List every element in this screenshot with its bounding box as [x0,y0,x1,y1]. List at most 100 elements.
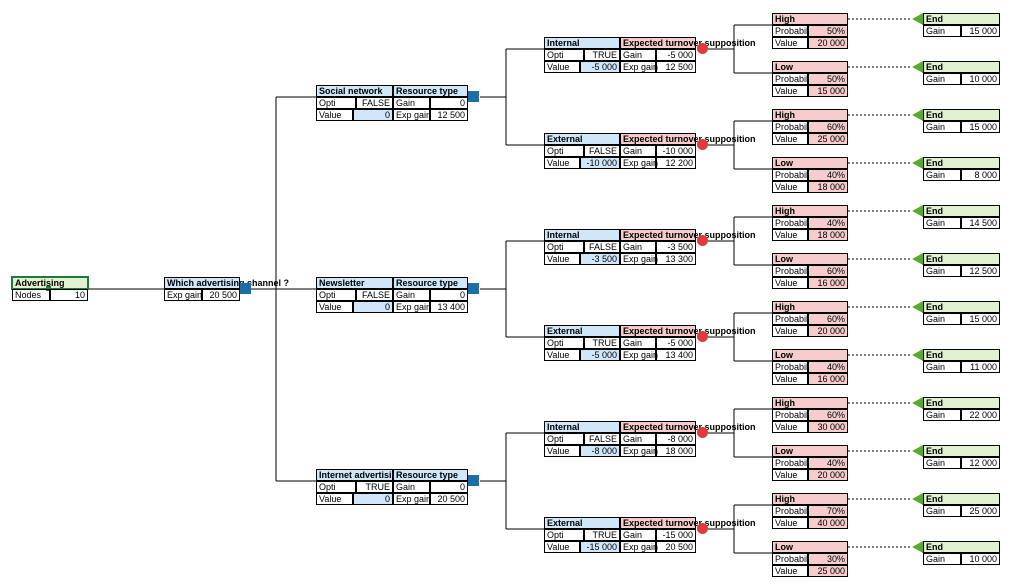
resource-exp-gain: 13 300 [656,253,696,265]
opti-label: Opti [544,529,584,541]
end-title[interactable]: End [923,13,1000,25]
end-node-icon[interactable] [912,205,923,217]
resource-title[interactable]: Internal [544,37,620,49]
outcome-title[interactable]: Low [772,445,848,457]
turnover-title[interactable]: Expected turnover supposition [620,421,756,433]
turnover-title[interactable]: Expected turnover supposition [620,517,756,529]
outcome-title[interactable]: Low [772,157,848,169]
outcome-value: 30 000 [808,421,848,433]
probability-label: Probabil [772,265,808,277]
turnover-title[interactable]: Expected turnover supposition [620,325,756,337]
end-gain: 14 500 [961,217,1000,229]
gain-label: Gain [923,457,961,469]
end-node-icon[interactable] [912,253,923,265]
resource-opti: TRUE [584,49,620,61]
end-title[interactable]: End [923,109,1000,121]
turnover-title[interactable]: Expected turnover supposition [620,229,756,241]
resource-decision-icon[interactable] [468,475,479,486]
end-node-icon[interactable] [912,445,923,457]
channel-value: 0 [353,109,393,121]
end-node-icon[interactable] [912,13,923,25]
outcome-probability: 60% [808,409,848,421]
end-node-icon[interactable] [912,61,923,73]
resource-type-title[interactable]: Resource type [393,85,468,97]
end-title[interactable]: End [923,493,1000,505]
resource-decision-icon[interactable] [468,91,479,102]
channel-title[interactable]: Newsletter [316,277,393,289]
resource-title[interactable]: Internal [544,421,620,433]
resource-decision-icon[interactable] [468,283,479,294]
chance-node-icon[interactable] [697,523,708,534]
resource-type-title[interactable]: Resource type [393,469,468,481]
end-gain: 12 000 [961,457,1000,469]
outcome-value: 18 000 [808,229,848,241]
chance-node-icon[interactable] [697,331,708,342]
resource-title[interactable]: External [544,517,620,529]
resource-opti: TRUE [584,529,620,541]
end-node-icon[interactable] [912,157,923,169]
end-node-icon[interactable] [912,397,923,409]
probability-label: Probabil [772,313,808,325]
outcome-title[interactable]: Low [772,253,848,265]
resource-title[interactable]: External [544,325,620,337]
end-node-icon[interactable] [912,493,923,505]
channel-opti: TRUE [356,481,393,493]
resource-gain: -8 000 [656,433,696,445]
end-node-icon[interactable] [912,109,923,121]
outcome-probability: 40% [808,217,848,229]
end-title[interactable]: End [923,205,1000,217]
resource-gain: -5 000 [656,49,696,61]
resource-title[interactable]: External [544,133,620,145]
resource-title[interactable]: Internal [544,229,620,241]
outcome-title[interactable]: High [772,397,848,409]
chance-node-icon[interactable] [697,427,708,438]
outcome-title[interactable]: Low [772,541,848,553]
decision-exp-gain-label: Exp gain [164,289,202,301]
turnover-title[interactable]: Expected turnover supposition [620,37,756,49]
end-title[interactable]: End [923,157,1000,169]
outcome-title[interactable]: High [772,109,848,121]
end-node-icon[interactable] [912,541,923,553]
end-node-icon[interactable] [912,349,923,361]
channel-value: 0 [353,493,393,505]
resource-value: -3 500 [580,253,620,265]
outcome-probability: 70% [808,505,848,517]
chance-node-icon[interactable] [697,43,708,54]
value-label: Value [772,469,808,481]
opti-label: Opti [316,481,356,493]
outcome-title[interactable]: Low [772,349,848,361]
outcome-value: 16 000 [808,277,848,289]
end-title[interactable]: End [923,349,1000,361]
outcome-value: 16 000 [808,373,848,385]
outcome-title[interactable]: High [772,205,848,217]
gain-label: Gain [393,481,430,493]
channel-title[interactable]: Internet advertising [316,469,403,481]
end-title[interactable]: End [923,541,1000,553]
outcome-title[interactable]: High [772,301,848,313]
outcome-title[interactable]: High [772,13,848,25]
decision-node-icon[interactable] [240,283,251,294]
turnover-title[interactable]: Expected turnover supposition [620,133,756,145]
end-title[interactable]: End [923,61,1000,73]
resource-type-title[interactable]: Resource type [393,277,468,289]
end-title[interactable]: End [923,301,1000,313]
resource-value: -8 000 [580,445,620,457]
gain-label: Gain [923,73,961,85]
outcome-value: 18 000 [808,181,848,193]
end-node-icon[interactable] [912,301,923,313]
end-title[interactable]: End [923,253,1000,265]
resource-exp-gain: 12 500 [656,61,696,73]
end-gain: 8 000 [961,169,1000,181]
selection-handle[interactable] [46,286,51,291]
outcome-title[interactable]: High [772,493,848,505]
decision-title[interactable]: Which advertising channel ? [164,277,289,289]
channel-title[interactable]: Social network [316,85,393,97]
end-title[interactable]: End [923,445,1000,457]
outcome-title[interactable]: Low [772,61,848,73]
chance-node-icon[interactable] [697,235,708,246]
chance-node-icon[interactable] [697,139,708,150]
value-label: Value [772,565,808,577]
end-title[interactable]: End [923,397,1000,409]
outcome-probability: 40% [808,457,848,469]
gain-label: Gain [620,529,656,541]
